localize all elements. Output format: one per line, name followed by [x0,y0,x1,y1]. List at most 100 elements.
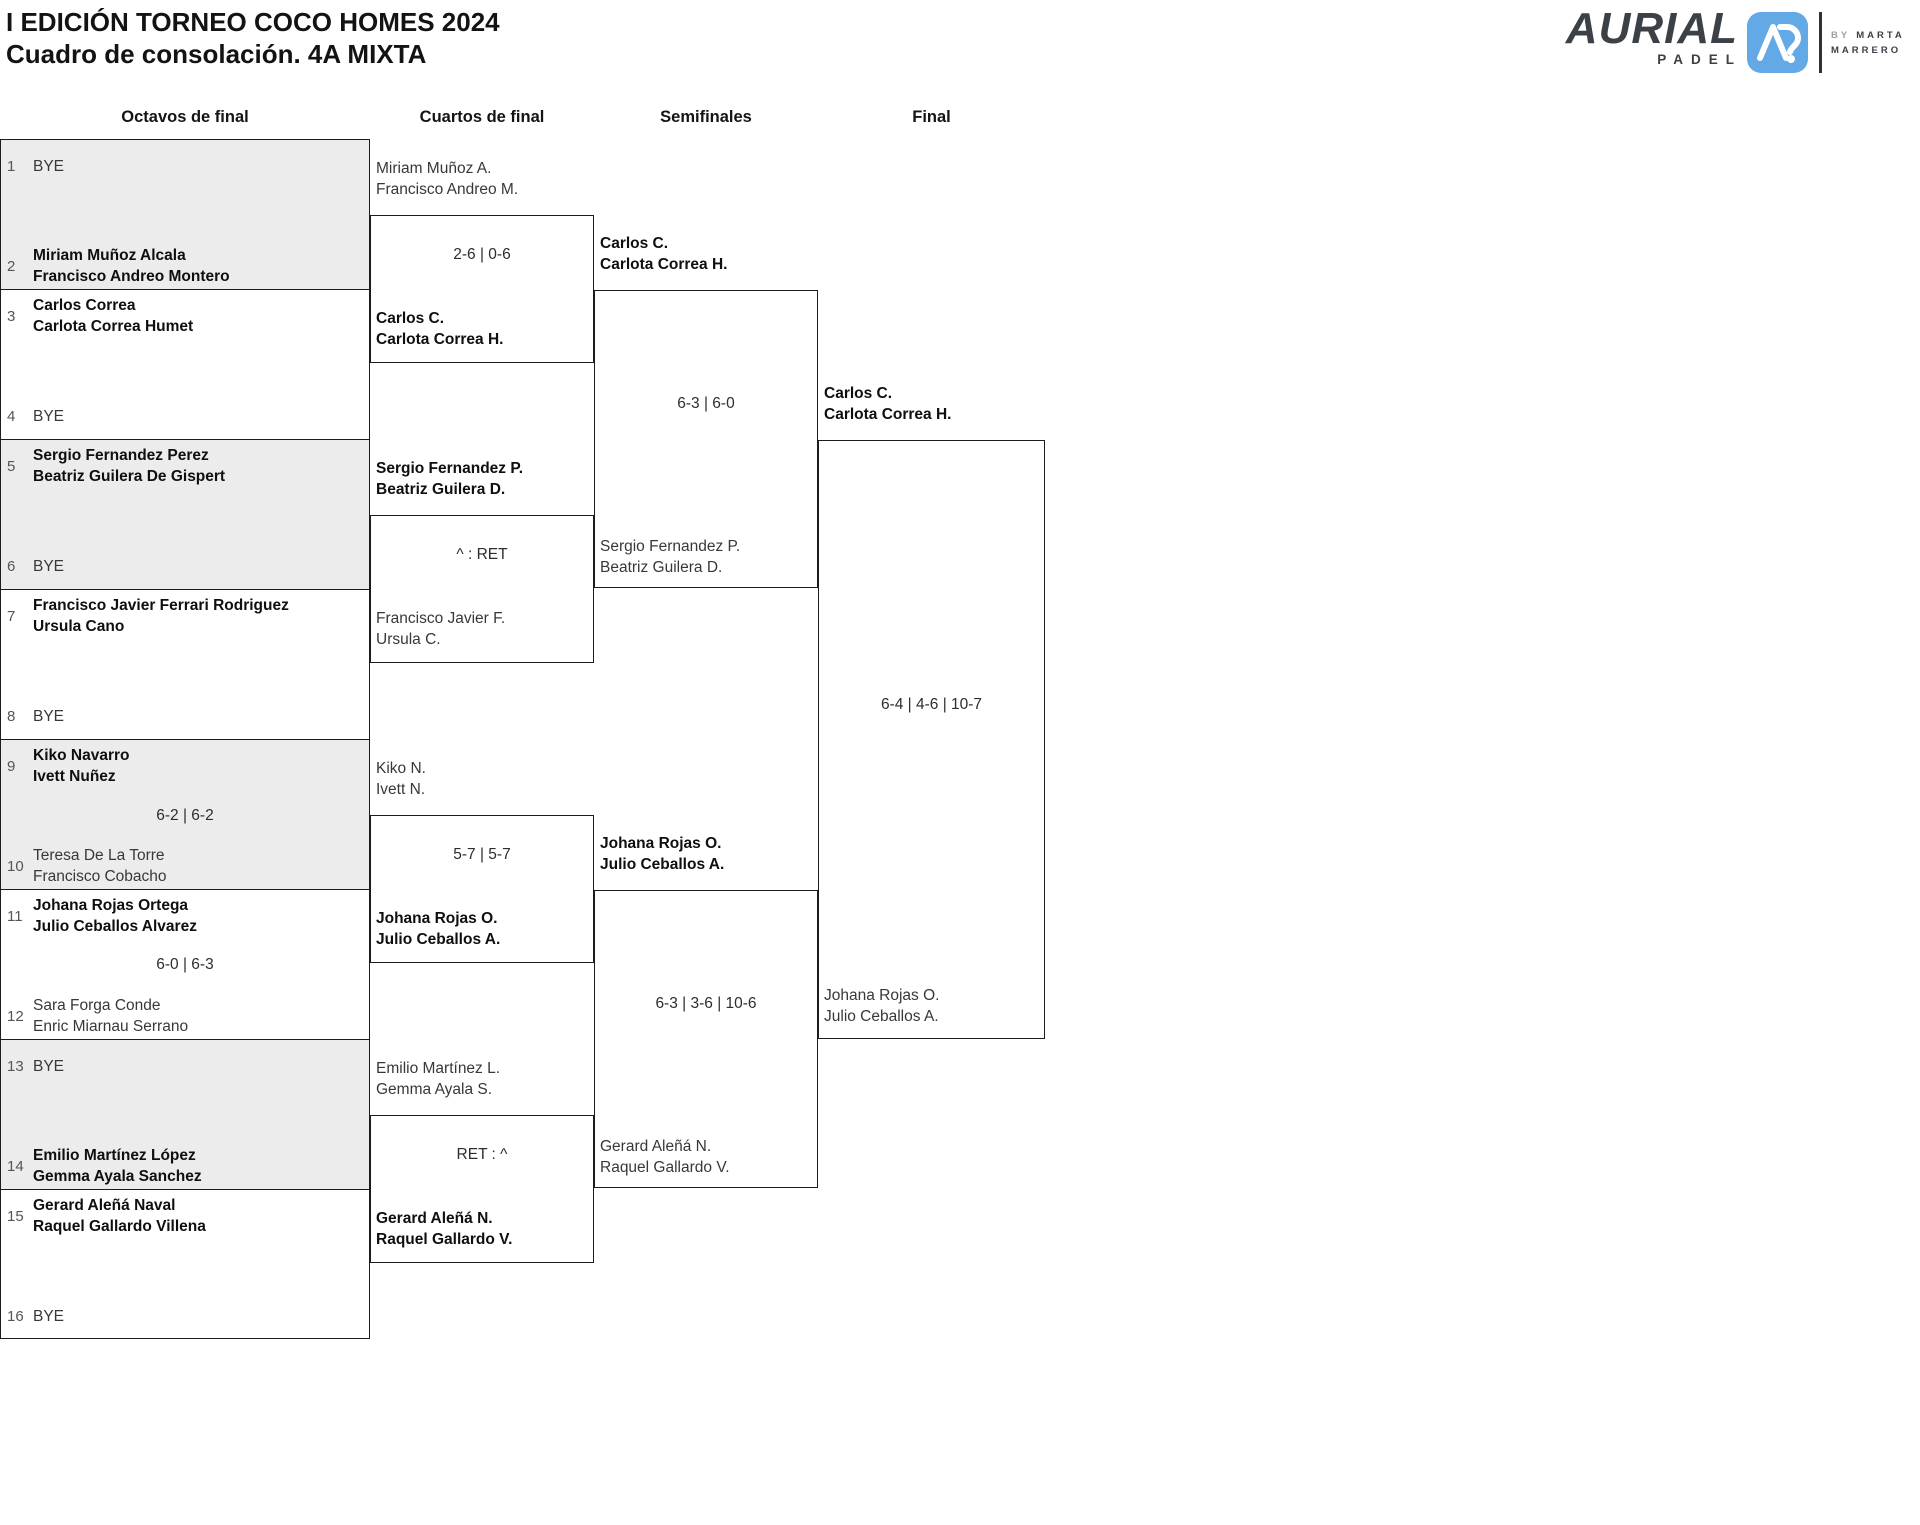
team-name: Gerard Aleñá Naval [33,1197,176,1214]
team-name: Francisco Cobacho [33,868,167,885]
match-box-final [818,440,1045,1039]
bracket-slot-9: 9 Kiko Navarro Ivett Nuñez [0,744,360,788]
match-shading-1 [1,140,369,290]
sf1-top-team: Carlos C. Carlota Correa H. [600,233,727,275]
team-name: Teresa De La Torre [33,847,165,864]
team-name: Johana Rojas O. [600,835,722,852]
team-name: Enric Miarnau Serrano [33,1018,189,1035]
match-score-octavos-11-12: 6-0 | 6-3 [156,956,214,973]
team-name: Johana Rojas O. [376,910,498,927]
logo-divider [1819,12,1822,73]
bracket-slot-15: 15 Gerard Aleñá Naval Raquel Gallardo Vi… [0,1194,360,1238]
team-name: Raquel Gallardo V. [600,1159,730,1176]
team-name: Sergio Fernandez Perez [33,447,209,464]
match-box-qf-4 [370,1115,594,1263]
team-name: Francisco Javier F. [376,610,506,627]
match-separator [0,589,370,590]
seed-number: 11 [7,907,23,925]
bracket-slot-13: 13 BYE [0,1044,360,1088]
bracket-slot-8: 8 BYE [0,694,360,738]
match-shading-5 [1,739,369,889]
seed-number: 13 [7,1057,24,1075]
team-name: Carlota Correa Humet [33,318,194,335]
bracket-slot-12: 12 Sara Forga Conde Enric Miarnau Serran… [0,994,360,1038]
aurial-monogram-icon [1747,12,1808,73]
match-score-qf-2: ^ : RET [456,546,508,563]
seed-number: 14 [7,1157,24,1175]
team-name: Gemma Ayala S. [376,1081,493,1098]
match-box-qf-1 [370,215,594,363]
qf3-top-team: Kiko N. Ivett N. [376,758,426,800]
seed-number: 8 [7,707,16,725]
team-name: Beatriz Guilera D. [376,481,506,498]
team-name: Beatriz Guilera De Gispert [33,468,226,485]
match-box-sf-2 [594,890,818,1188]
seed-number: 2 [7,257,16,275]
match-box-qf-3 [370,815,594,963]
bracket-slot-7: 7 Francisco Javier Ferrari Rodriguez Urs… [0,594,360,638]
match-score-sf-2: 6-3 | 3-6 | 10-6 [655,995,757,1012]
qf2-top-team: Sergio Fernandez P. Beatriz Guilera D. [376,458,523,500]
match-score-qf-3: 5-7 | 5-7 [453,846,511,863]
team-name: Carlota Correa H. [824,406,952,423]
bracket-slot-6: 6 BYE [0,544,360,588]
team-name: Sara Forga Conde [33,997,161,1014]
team-name: Miriam Muñoz A. [376,160,492,177]
tournament-title: I EDICIÓN TORNEO COCO HOMES 2024 [6,7,500,37]
sf2-top-team: Johana Rojas O. Julio Ceballos A. [600,833,724,875]
qf1-top-team: Miriam Muñoz A. Francisco Andreo M. [376,158,518,200]
team-name: BYE [33,1057,65,1075]
bracket-slot-5: 5 Sergio Fernandez Perez Beatriz Guilera… [0,444,360,488]
match-shading-7 [1,1039,369,1189]
seed-number: 1 [7,157,16,175]
aurial-logo-text: AURIAL [1565,4,1738,53]
match-score-qf-1: 2-6 | 0-6 [453,246,511,263]
match-score-sf-1: 6-3 | 6-0 [677,395,735,412]
bracket-slot-4: 4 BYE [0,394,360,438]
team-name: Kiko Navarro [33,747,130,764]
seed-number: 12 [7,1007,24,1025]
team-name: Francisco Andreo M. [376,181,519,198]
team-name: Emilio Martínez L. [376,1060,501,1077]
page-title: I EDICIÓN TORNEO COCO HOMES 2024 Cuadro … [6,6,500,70]
sf1-bottom-team: Sergio Fernandez P. Beatriz Guilera D. [600,536,740,578]
team-name: Sergio Fernandez P. [600,538,741,555]
team-name: Julio Ceballos A. [600,856,725,873]
match-box-sf-1 [594,290,818,588]
qf1-bottom-team: Carlos C. Carlota Correa H. [376,308,503,350]
byline-name1: MARTA [1856,30,1905,41]
team-name: Raquel Gallardo V. [376,1231,513,1248]
byline-name2: MARRERO [1831,45,1902,56]
round-header-cuartos: Cuartos de final [419,108,545,126]
match-separator [0,1189,370,1190]
bracket-slot-1: 1 BYE [0,144,360,188]
team-name: Carlos C. [376,310,445,327]
team-name: Gerard Aleñá N. [600,1138,712,1155]
team-name: Kiko N. [376,760,426,777]
bracket-slot-11: 11 Johana Rojas Ortega Julio Ceballos Al… [0,894,360,938]
seed-number: 7 [7,607,16,625]
bracket-slot-14: 14 Emilio Martínez López Gemma Ayala San… [0,1144,360,1188]
team-name: Beatriz Guilera D. [600,559,723,576]
team-name: Francisco Javier Ferrari Rodriguez [33,597,289,614]
round-header-final: Final [912,108,951,126]
team-name: Carlota Correa H. [600,256,728,273]
team-name: Johana Rojas Ortega [33,897,189,914]
match-separator [0,289,370,290]
seed-number: 9 [7,757,16,775]
seed-number: 5 [7,457,16,475]
team-name: Sergio Fernandez P. [376,460,524,477]
seed-number: 3 [7,307,16,325]
team-name: Julio Ceballos Alvarez [33,918,197,935]
match-score-qf-4: RET : ^ [456,1146,508,1163]
match-separator [0,739,370,740]
match-box-qf-2 [370,515,594,663]
team-name: BYE [33,407,65,425]
team-name: BYE [33,707,65,725]
team-name: Julio Ceballos A. [376,931,501,948]
bracket-slot-2: 2 Miriam Muñoz Alcala Francisco Andreo M… [0,244,360,288]
round-header-octavos: Octavos de final [121,108,249,126]
seed-number: 16 [7,1307,24,1325]
match-separator [0,889,370,890]
